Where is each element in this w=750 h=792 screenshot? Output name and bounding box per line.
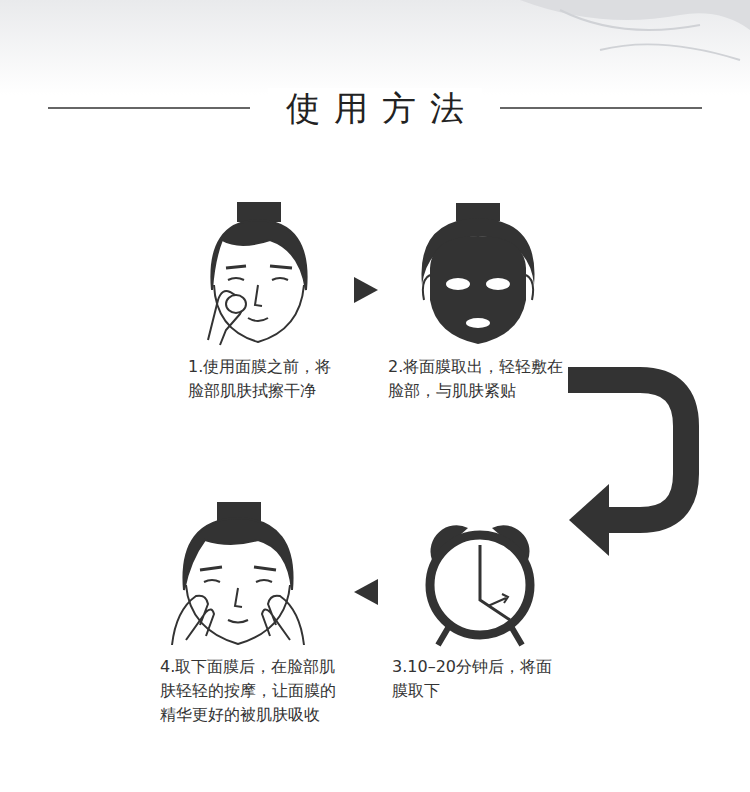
step-caption: 4.取下面膜后，在脸部肌肤轻轻的按摩，让面膜的精华更好的被肌肤吸收 xyxy=(160,655,342,727)
step-card: 1.使用面膜之前，将脸部肌肤拭擦干净 xyxy=(188,200,342,403)
face-masked xyxy=(421,203,534,344)
face-wiping xyxy=(208,203,307,345)
step-arrow xyxy=(342,579,392,605)
step-arrow xyxy=(342,277,388,303)
marble-vein xyxy=(560,10,740,60)
step-caption: 2.将面膜取出，轻轻敷在脸部，与肌肤紧贴 xyxy=(388,355,568,403)
top-band xyxy=(0,0,750,95)
step-arrow xyxy=(568,380,686,556)
marble-texture xyxy=(520,0,750,30)
face-massaging xyxy=(172,503,304,645)
alarm-clock xyxy=(430,525,530,645)
title: 使用方法 xyxy=(268,88,482,128)
step-caption: 1.使用面膜之前，将脸部肌肤拭擦干净 xyxy=(188,355,342,403)
title-rule xyxy=(500,107,702,109)
step-caption: 3.10–20分钟后，将面膜取下 xyxy=(392,655,567,703)
title-wrap: 使用方法 xyxy=(0,84,750,132)
step-card: 3.10–20分钟后，将面膜取下 xyxy=(392,505,567,703)
step-card: 4.取下面膜后，在脸部肌肤轻轻的按摩，让面膜的精华更好的被肌肤吸收 xyxy=(160,500,342,727)
step-card: 2.将面膜取出，轻轻敷在脸部，与肌肤紧贴 xyxy=(388,200,568,403)
title-rule xyxy=(48,107,250,109)
